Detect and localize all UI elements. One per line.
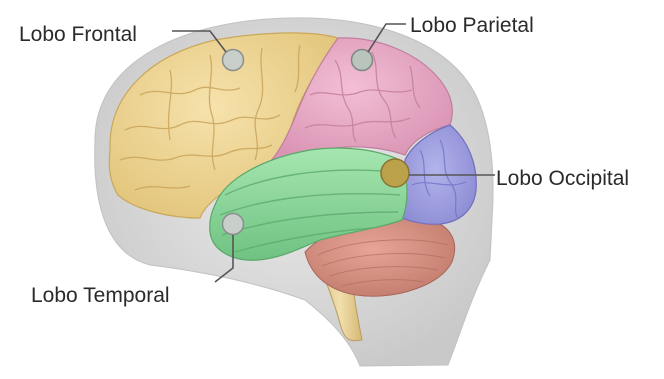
occipital-lobe-label: Lobo Occipital [496, 168, 629, 189]
parietal-lobe-label: Lobo Parietal [410, 15, 534, 36]
temporal-lobe-label: Lobo Temporal [31, 285, 170, 306]
parietal-marker [352, 50, 373, 71]
occipital-marker [381, 159, 409, 187]
temporal-marker [223, 214, 244, 235]
frontal-lobe-label: Lobo Frontal [19, 24, 137, 45]
frontal-marker [223, 50, 244, 71]
